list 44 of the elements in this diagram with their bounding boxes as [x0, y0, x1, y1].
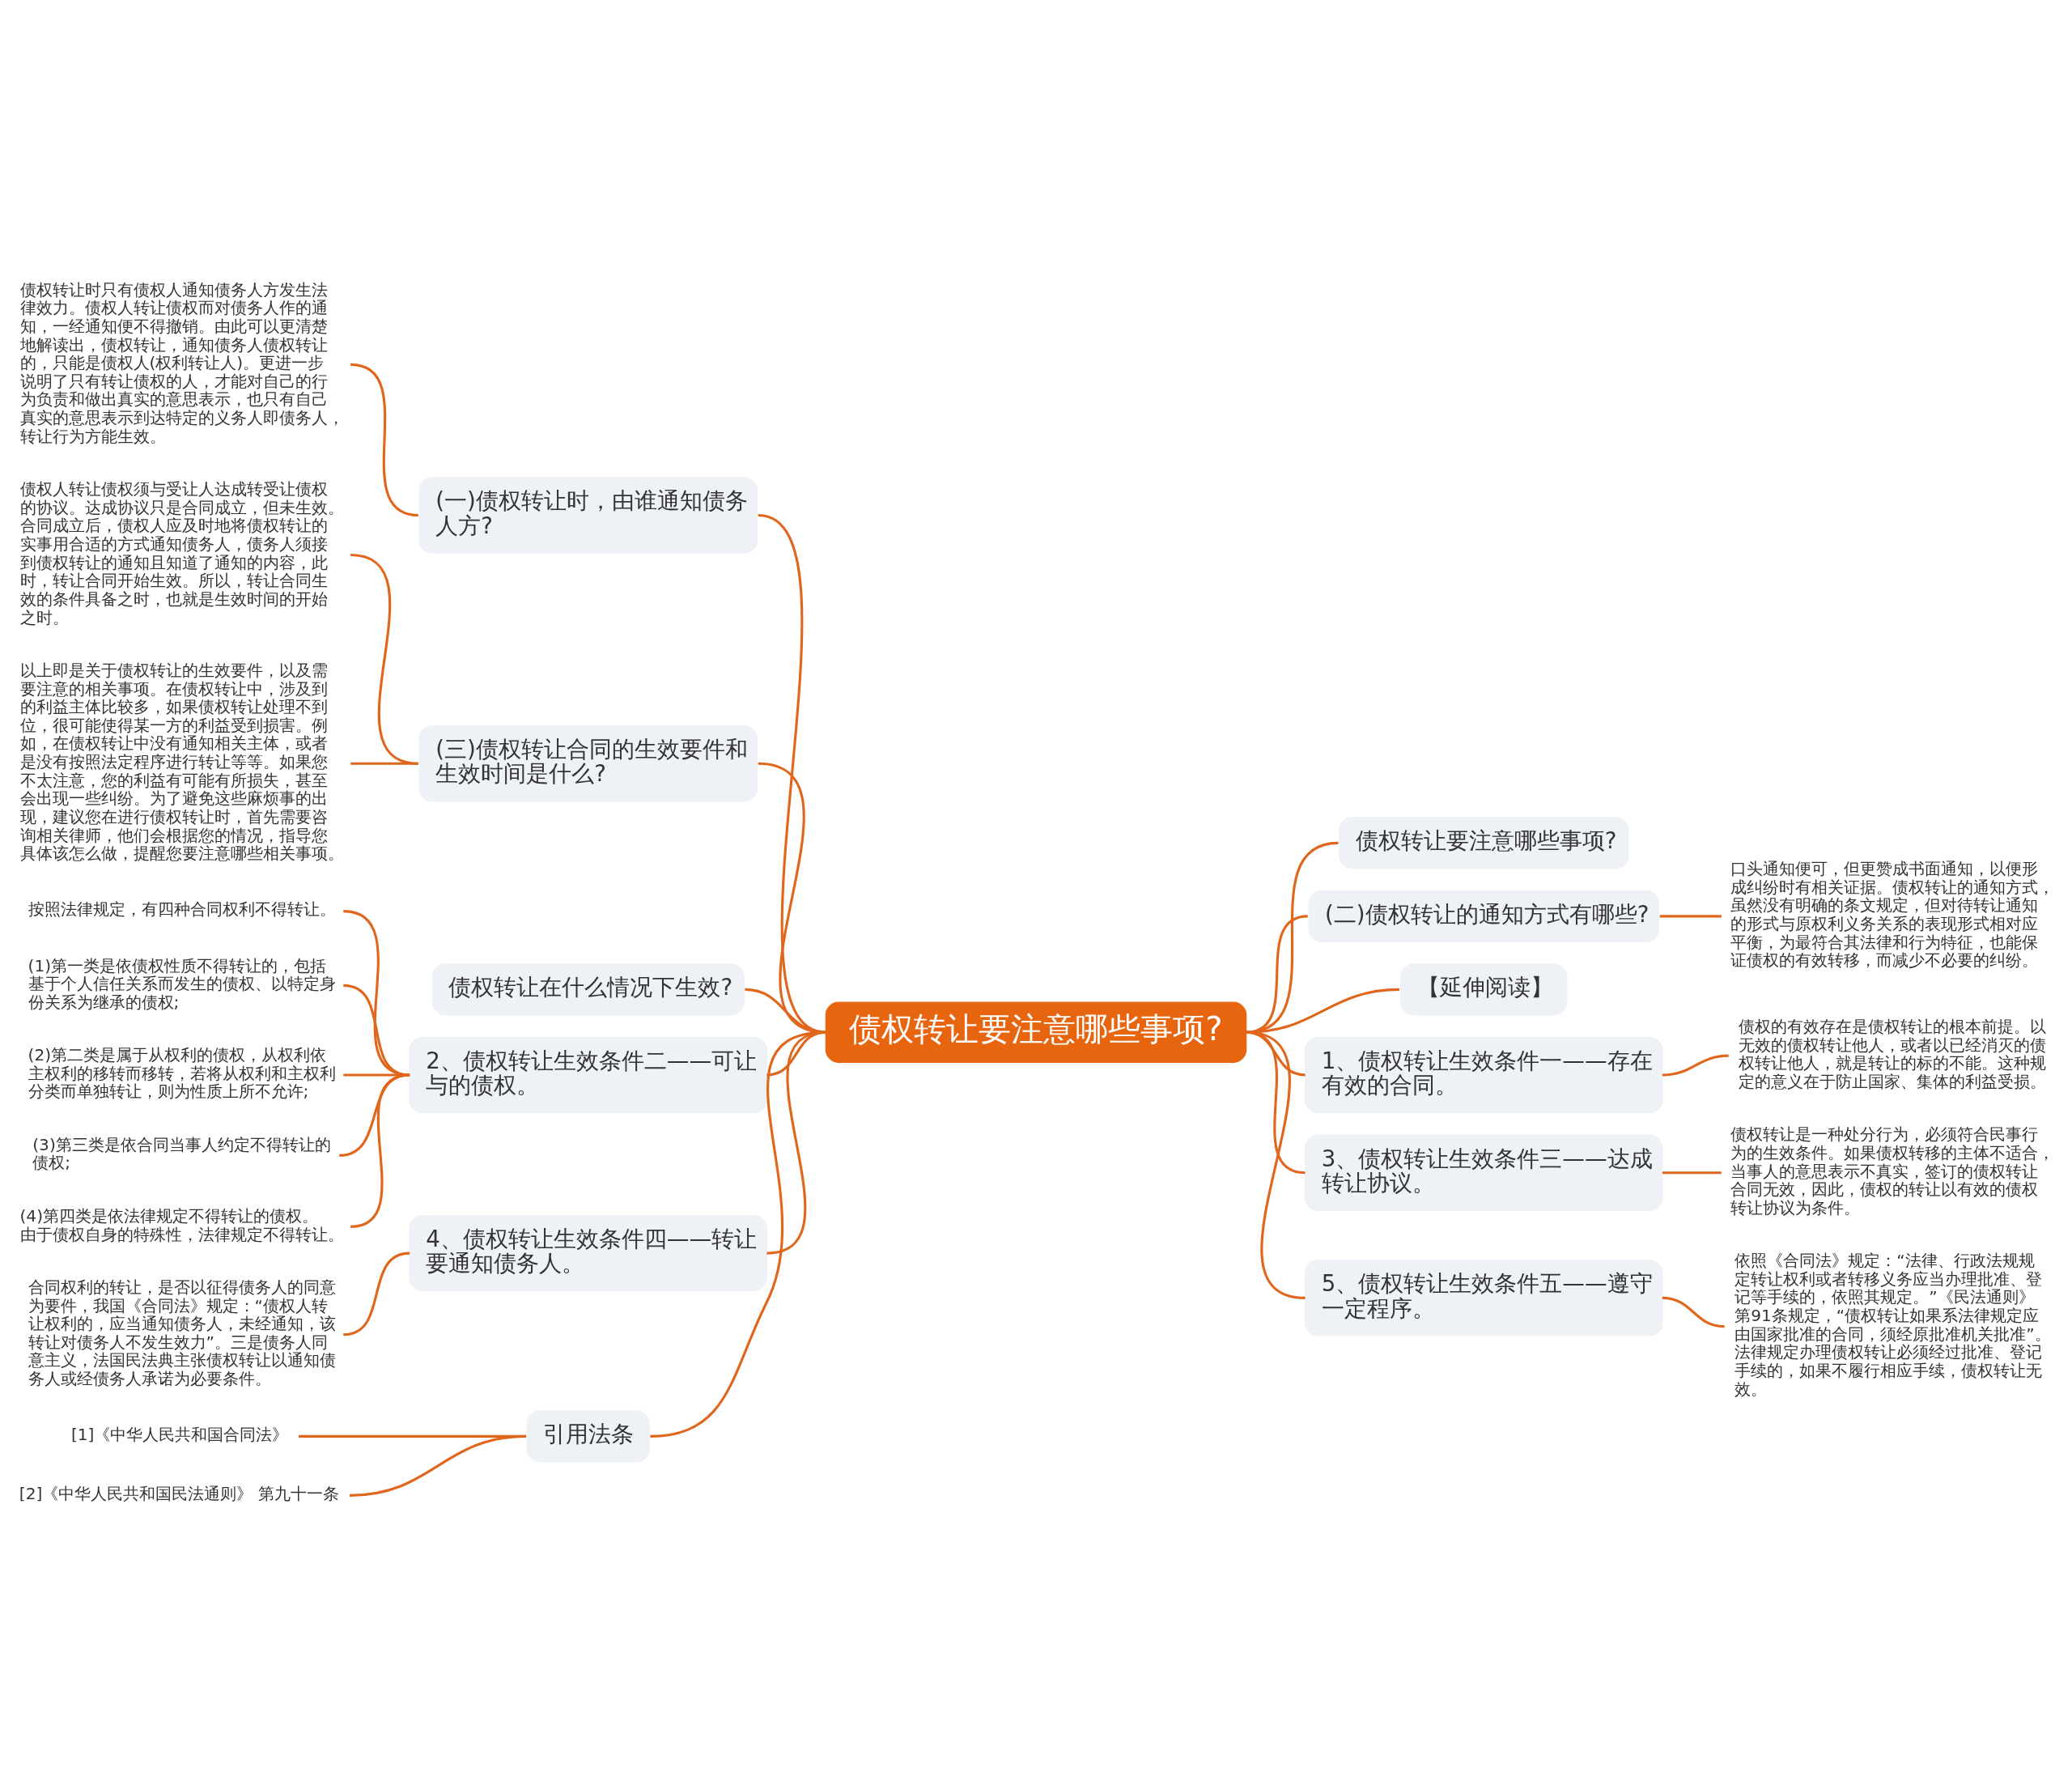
node-text: 口头通知便可，但更赞成书面通知，以便形成纠纷时有相关证据。债权转让的通知方式，虽然没有明确的条文规定，但对待转让通知的形式与原权利义务关系的表现形式相对应平衡，为最符合其法律和行为特征，也能保证债权的有效转移，而减少不必要的纠纷。: [1730, 858, 2055, 970]
connector: [343, 1073, 410, 1077]
node-box: 3、债权转让生效条件三——达成转让协议。: [1304, 1134, 1663, 1211]
connector: [1659, 914, 1722, 917]
node-box: 债权转让在什么情况下生效?: [431, 962, 745, 1015]
node-text: 债权的有效存在是债权转让的根本前提。以无效的债权转让他人，或者以已经消灭的债权转让他人，就是转让的标的不能。这种规定的意义在于防止国家、集体的利益受损。: [1739, 1016, 2047, 1091]
connector: [343, 1251, 410, 1336]
node-box: 2、债权转让生效条件二——可让与的债权。: [409, 1036, 768, 1113]
connector: [1662, 1171, 1722, 1174]
node-box: 债权转让要注意哪些事项?: [1339, 816, 1629, 869]
node-box: 债权转让要注意哪些事项?: [825, 1001, 1247, 1063]
node-box: 1、债权转让生效条件一——存在有效的合同。: [1304, 1036, 1663, 1113]
connector: [650, 1030, 826, 1438]
connector: [350, 1073, 410, 1228]
node-box: (二)债权转让的通知方式有哪些?: [1308, 890, 1660, 942]
node-box: (三)债权转让合同的生效要件和生效时间是什么?: [418, 725, 758, 801]
node-text: (1)第一类是依债权性质不得转让的，包括基于个人信任关系而发生的债权、以特定身份关系为继承的债权;: [28, 955, 336, 1012]
node-text: [2]《中华人民共和国民法通则》 第九十一条: [19, 1483, 339, 1503]
node-text: (4)第四类是依法律规定不得转让的债权。由于债权自身的特殊性，法律规定不得转让。: [19, 1205, 344, 1243]
node-text: (3)第三类是依合同当事人约定不得转让的债权;: [32, 1134, 331, 1172]
node-box: 引用法条: [526, 1409, 650, 1462]
connector: [1246, 1030, 1306, 1299]
node-text: 合同权利的转让，是否以征得债务人的同意为要件，我国《合同法》规定：“债权人转让权利的，应当通知债务人，未经通知，该转让对债务人不发生效力”。三是债务人同意主义，法国民法典主张债权转让以通知债务人或经债务人承诺为必要条件。: [28, 1277, 336, 1388]
node-box: 【延伸阅读】: [1400, 962, 1568, 1015]
node-text: 债权转让时只有债权人通知债务人方发生法律效力。债权人转让债权而对债务人作的通知，一经通知便不得撤销。由此可以更清楚地解读出，债权转让，通知债务人债权转让的，只能是债权人(权利转让人)。更进一步说明了只有转让债权的人，才能对自己的行为负责和做出真实的意思表示，也只有自己真实的意思表示到达特定的义务人即债务人，转让行为方能生效。: [19, 279, 344, 446]
connector: [350, 363, 419, 516]
connector: [1662, 1296, 1725, 1328]
node-box: 4、债权转让生效条件四——转让要通知债务人。: [409, 1214, 768, 1291]
node-text: 依照《合同法》规定：“法律、行政法规规定转让权利或者转移义务应当办理批准、登记等手续的，依照其规定。”《民法通则》第91条规定，“债权转让如果系法律规定应由国家批准的合同，须经原批准机关批准”。法律规定办理债权转让必须经过批准、登记手续的，如果不履行相应手续，债权转让无效。: [1734, 1250, 2051, 1399]
node-text: 按照法律规定，有四种合同权利不得转让。: [28, 899, 336, 919]
connector: [1662, 1054, 1729, 1077]
node-text: 债权人转让债权须与受让人达成转受让债权的协议。达成协议只是合同成立，但未生效。合同成立后，债权人应及时地将债权转让的实事用合适的方式通知债务人，债务人须接到债权转让的通知且知道了通知的内容，此时，转让合同开始生效。所以，转让合同生效的条件具备之时，也就是生效时间的开始之时。: [19, 478, 344, 627]
connector: [339, 1073, 410, 1157]
node-text: (2)第二类是属于从权利的债权，从权利依主权利的移转而移转，若将从权利和主权利分类而单独转让，则为性质上所不允许;: [28, 1044, 336, 1101]
node-text: [1]《中华人民共和国合同法》: [70, 1424, 289, 1444]
connector: [349, 1434, 527, 1497]
node-text: 债权转让是一种处分行为，必须符合民事行为的生效条件。如果债权转移的主体不适合，当事人的意思表示不真实，签订的债权转让合同无效，因此，债权的转让以有效的债权转让协议为条件。: [1730, 1124, 2055, 1217]
connector: [343, 909, 410, 1077]
connector: [350, 762, 418, 765]
node-box: (一)债权转让时，由谁通知债务人方?: [418, 476, 758, 554]
node-box: 5、债权转让生效条件五——遵守一定程序。: [1304, 1259, 1663, 1336]
connector: [343, 984, 410, 1077]
connector: [350, 553, 419, 765]
node-text: 以上即是关于债权转让的生效要件，以及需要注意的相关事项。在债权转让中，涉及到的利益主体比较多，如果债权转让处理不到位，很可能使得某一方的利益受到损害。例如，在债权转让中没有通知相关主体，或者是没有按照法定程序进行转让等等。如果您不太注意，您的利益有可能有所损失，甚至会出现一些纠纷。为了避免这些麻烦事的出现，建议您在进行债权转让时，首先需要咨询相关律师，他们会根据您的情况，指导您具体该怎么做，提醒您要注意哪些相关事项。: [19, 660, 344, 863]
